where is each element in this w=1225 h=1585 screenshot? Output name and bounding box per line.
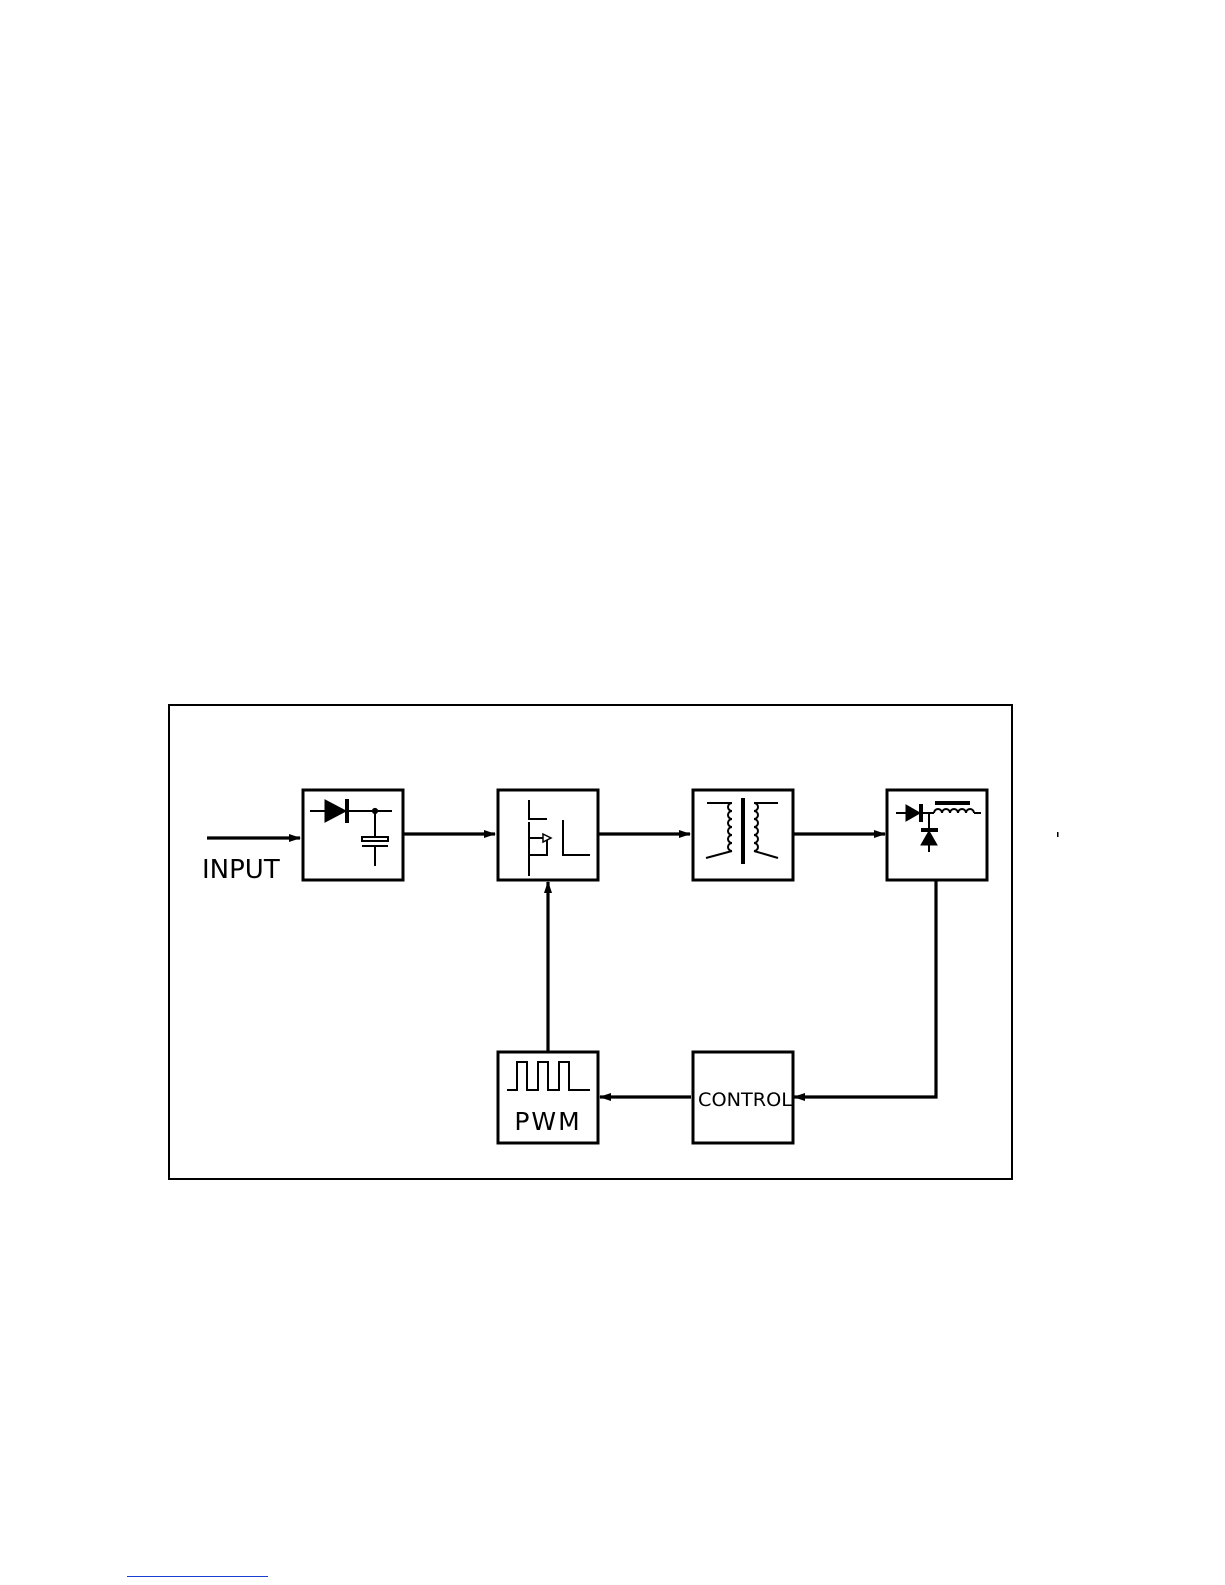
pwm-block: PWM (498, 1052, 598, 1143)
switch-block (498, 790, 598, 880)
control-label: CONTROL (698, 1089, 792, 1111)
pwm-label: PWM (514, 1107, 581, 1136)
feedback-wire (794, 880, 936, 1097)
footer-rule (127, 1576, 268, 1577)
control-block: CONTROL (693, 1052, 793, 1143)
transformer-block (693, 790, 793, 880)
input-label: INPUT (202, 855, 280, 885)
stray-mark (1057, 832, 1059, 837)
rectifier-filter-block (303, 790, 403, 880)
output-rectifier-block (887, 790, 987, 880)
